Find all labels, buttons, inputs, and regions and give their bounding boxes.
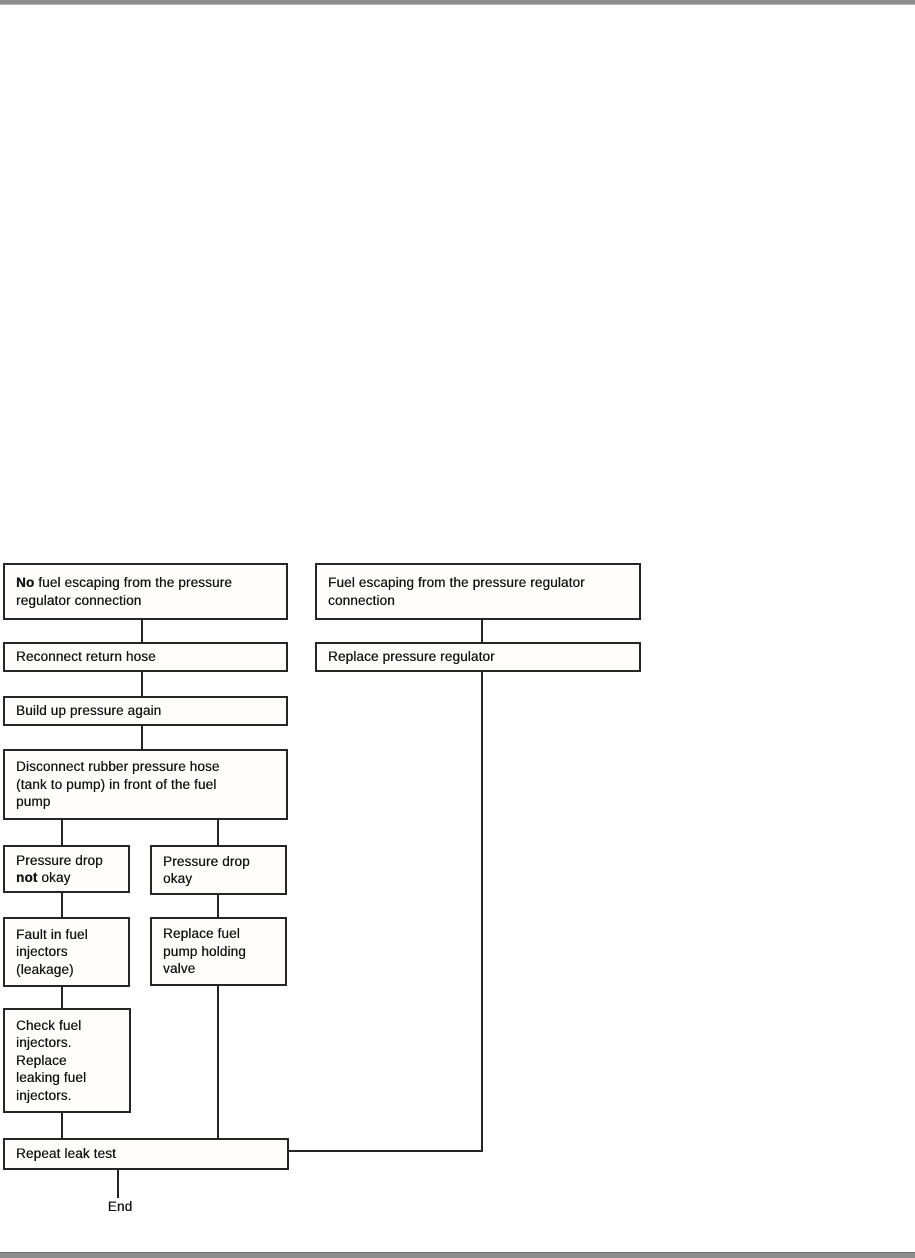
connector-disconnect-to-not-okay bbox=[61, 820, 63, 845]
node-repeat-leak-test-label: Repeat leak test bbox=[16, 1146, 116, 1162]
connector-buildup-to-disconnect bbox=[141, 726, 143, 749]
connector-not-okay-to-fault bbox=[61, 893, 63, 917]
node-replace-pressure-regulator: Replace pressure regulator bbox=[315, 642, 641, 672]
node-fuel-escaping-label: Fuel escaping from the pressure regulato… bbox=[328, 575, 585, 608]
connector-regulator-to-repeat bbox=[289, 1150, 483, 1152]
node-disconnect-pressure-hose: Disconnect rubber pressure hose (tank to… bbox=[3, 749, 288, 820]
node-build-up-pressure-label: Build up pressure again bbox=[16, 703, 162, 719]
connector-fuel-escaping-to-regulator bbox=[481, 620, 483, 642]
connector-reconnect-to-buildup bbox=[141, 672, 143, 696]
connector-okay-to-replace-valve bbox=[217, 895, 219, 917]
node-pressure-drop-not-okay-label: Pressure drop not okay bbox=[16, 852, 103, 886]
node-check-fuel-injectors-label: Check fuel injectors. Replace leaking fu… bbox=[16, 1017, 87, 1103]
node-replace-pressure-regulator-label: Replace pressure regulator bbox=[328, 649, 495, 665]
node-reconnect-return-hose: Reconnect return hose bbox=[3, 642, 288, 672]
connector-valve-to-repeat bbox=[217, 986, 219, 1138]
node-pressure-drop-okay-label: Pressure drop okay bbox=[163, 853, 250, 887]
node-replace-holding-valve: Replace fuel pump holding valve bbox=[150, 917, 287, 986]
page-top-border bbox=[0, 0, 915, 5]
connector-regulator-down bbox=[481, 672, 483, 1152]
node-build-up-pressure: Build up pressure again bbox=[3, 696, 288, 726]
node-no-fuel-escaping: No fuel escaping from the pressure regul… bbox=[3, 563, 288, 620]
node-fault-in-injectors: Fault in fuel injectors (leakage) bbox=[3, 917, 130, 987]
node-reconnect-return-hose-label: Reconnect return hose bbox=[16, 649, 156, 665]
page-bottom-border bbox=[0, 1252, 915, 1258]
node-fuel-escaping: Fuel escaping from the pressure regulato… bbox=[315, 563, 641, 620]
node-disconnect-pressure-hose-label: Disconnect rubber pressure hose (tank to… bbox=[16, 759, 220, 810]
node-pressure-drop-not-okay: Pressure drop not okay bbox=[3, 845, 130, 893]
connector-disconnect-to-okay bbox=[217, 820, 219, 845]
connector-repeat-to-end bbox=[117, 1170, 119, 1198]
node-replace-holding-valve-label: Replace fuel pump holding valve bbox=[163, 926, 246, 977]
node-repeat-leak-test: Repeat leak test bbox=[3, 1138, 289, 1170]
node-check-fuel-injectors: Check fuel injectors. Replace leaking fu… bbox=[3, 1008, 131, 1113]
node-pressure-drop-okay: Pressure drop okay bbox=[150, 845, 287, 895]
connector-check-to-repeat bbox=[61, 1113, 63, 1138]
node-no-fuel-escaping-label: No fuel escaping from the pressure regul… bbox=[16, 575, 232, 608]
connector-fault-to-check bbox=[61, 987, 63, 1008]
node-fault-in-injectors-label: Fault in fuel injectors (leakage) bbox=[16, 926, 88, 977]
end-terminator: End bbox=[107, 1199, 133, 1214]
connector-no-fuel-to-reconnect bbox=[141, 620, 143, 642]
